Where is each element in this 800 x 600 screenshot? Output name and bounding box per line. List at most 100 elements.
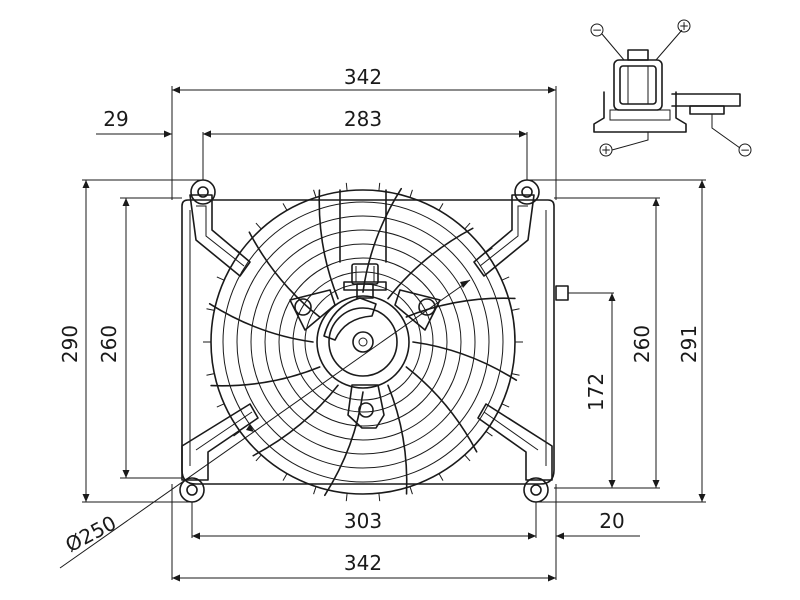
guard-rim-tooth xyxy=(313,486,317,495)
motor-hub xyxy=(352,331,374,353)
guard-rim-tooth xyxy=(501,403,510,408)
dim-label-right-offset: 20 xyxy=(599,509,624,533)
polarity-minus-symbol xyxy=(590,23,604,37)
guard-spoke xyxy=(387,384,408,495)
guard-rim-tooth xyxy=(345,493,348,502)
guard-rim-tooth xyxy=(206,373,215,376)
dim-label-mount-spacing-top: 283 xyxy=(344,107,382,131)
guard-ring xyxy=(222,201,504,483)
guard-rim-tooth xyxy=(511,373,520,376)
dimension-lines xyxy=(59,86,706,582)
dim-label-connector-height: 172 xyxy=(584,373,608,411)
dimension-arrow xyxy=(460,280,470,288)
guard-rim-tooth xyxy=(438,473,444,481)
guard-spoke xyxy=(248,231,321,318)
guard-rim-tooth xyxy=(282,203,288,211)
dimension-arrow xyxy=(608,480,616,488)
guard-rim-tooth xyxy=(409,189,413,198)
dimension-arrow xyxy=(698,494,706,502)
polarity-plus-symbol xyxy=(599,143,613,157)
guard-rim-tooth xyxy=(511,308,520,311)
guard-top-rib xyxy=(339,189,387,263)
guard-rim-tooth xyxy=(485,430,493,437)
dim-label-overall-height-right: 291 xyxy=(677,325,701,363)
guard-rim-tooth xyxy=(206,308,215,311)
guard-ring xyxy=(304,283,422,401)
dimension-arrow xyxy=(122,470,130,478)
guard-ring xyxy=(278,257,448,427)
dimension-arrow xyxy=(556,532,564,540)
guard-spoke xyxy=(210,366,321,387)
guard-rim-tooth xyxy=(464,222,471,230)
guard-rim-tooth xyxy=(216,403,225,408)
guard-rim-tooth xyxy=(345,182,348,191)
polarity-label-top-left: − xyxy=(592,23,602,37)
guard-spoke xyxy=(405,297,516,318)
guard-rim-tooth xyxy=(233,247,241,254)
dimension-arrow xyxy=(528,532,536,540)
dim-label-bottom-width: 342 xyxy=(344,551,382,575)
guard-rim-tooth xyxy=(485,247,493,254)
dimension-arrow xyxy=(82,494,90,502)
guard-rim-tooth xyxy=(233,430,241,437)
mounting-brackets xyxy=(179,179,553,503)
guard-spoke xyxy=(362,187,403,293)
polarity-label-bottom-left: + xyxy=(601,143,611,157)
guard-rim-tooth xyxy=(282,473,288,481)
motor-mount-ear-bottom xyxy=(347,384,385,429)
dimension-arrow xyxy=(122,198,130,206)
guard-spoke xyxy=(252,384,339,457)
dim-label-mount-spacing-bottom: 303 xyxy=(344,509,382,533)
motor-mount-ear-right xyxy=(394,289,441,331)
dimension-arrow xyxy=(519,130,527,138)
dimension-arrow xyxy=(698,180,706,188)
guard-spoke xyxy=(208,302,314,343)
connector-wiring-detail: − + + − xyxy=(590,19,752,157)
guard-spoke xyxy=(405,366,478,453)
dim-label-fan-diameter: Ø250 xyxy=(61,511,120,558)
dim-label-overall-height-left: 290 xyxy=(58,325,82,363)
guard-rim-tooth xyxy=(378,493,381,502)
polarity-plus-symbol xyxy=(677,19,691,33)
polarity-minus-symbol xyxy=(738,143,752,157)
fan-guard xyxy=(203,182,523,502)
dimension-arrow xyxy=(192,532,200,540)
dimension-arrow xyxy=(246,424,254,432)
guard-rim-tooth xyxy=(464,454,471,462)
guard-spoke xyxy=(323,391,364,497)
shroud-frame xyxy=(181,199,569,485)
dim-label-top-width: 342 xyxy=(344,65,382,89)
motor-connector xyxy=(343,263,387,299)
dimension-arrow xyxy=(164,130,172,138)
dim-label-inner-height-right: 260 xyxy=(630,325,654,363)
mount-hole-bottom-right xyxy=(523,477,549,503)
fan-motor xyxy=(289,289,441,429)
dimension-arrow xyxy=(652,198,660,206)
guard-rim-tooth xyxy=(216,276,225,281)
guard-ring xyxy=(264,243,462,441)
guard-rim-tooth xyxy=(409,486,413,495)
dimension-arrow xyxy=(548,86,556,94)
guard-rim-tooth xyxy=(313,189,317,198)
dimension-arrow xyxy=(608,293,616,301)
guard-rim-tooth xyxy=(255,222,262,230)
guard-spoke xyxy=(318,189,339,300)
guard-rim-tooth xyxy=(501,276,510,281)
dim-line-fan-diameter xyxy=(59,279,471,569)
dimension-arrow xyxy=(82,180,90,188)
dimension-arrow xyxy=(548,574,556,582)
dim-label-inner-height-left: 260 xyxy=(97,325,121,363)
dimension-arrow xyxy=(172,574,180,582)
polarity-label-bottom-right: − xyxy=(740,143,750,157)
guard-rim-tooth xyxy=(378,182,381,191)
dimension-arrow xyxy=(203,130,211,138)
guard-ring xyxy=(292,271,434,413)
guard-ring xyxy=(210,189,516,495)
polarity-label-top-right: + xyxy=(679,19,689,33)
dim-label-left-offset: 29 xyxy=(103,107,128,131)
dimension-arrow xyxy=(652,480,660,488)
guard-ring xyxy=(236,215,490,469)
guard-rim-tooth xyxy=(438,203,444,211)
guard-ring xyxy=(250,229,476,455)
